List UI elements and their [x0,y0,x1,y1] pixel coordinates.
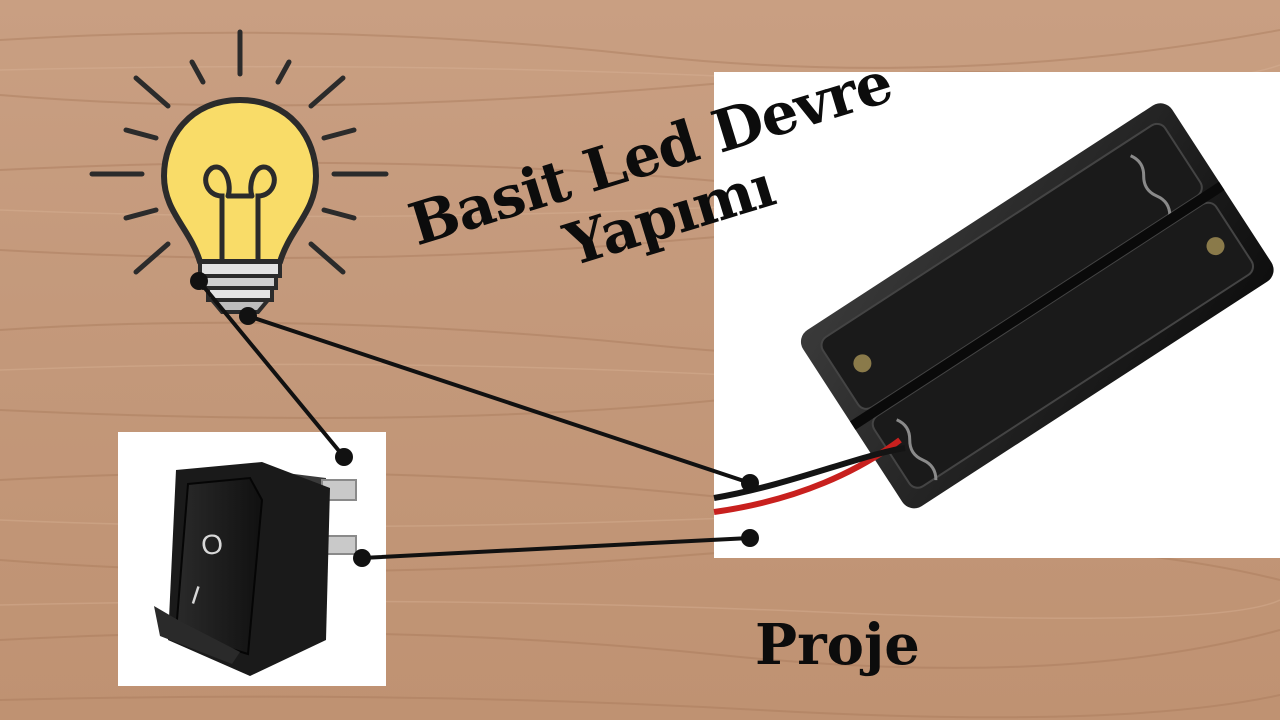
bulb-filament [203,164,277,265]
terminal-dot [190,272,208,290]
wire-terminals [190,272,759,567]
project-caption: Proje [755,612,920,678]
terminal-dot [741,529,759,547]
battery-holder-image [713,72,1280,558]
light-bulb-icon [89,29,389,314]
terminal-dot [741,474,759,492]
terminal-dot [353,549,371,567]
bulb-rays [89,29,389,275]
wire-bulb-to-switch [197,279,346,459]
wire-bulb-to-battery [246,314,752,485]
circuit-wires [197,279,752,560]
bulb-base [198,260,282,314]
switch-on-symbol: O [200,528,225,561]
rocker-switch-image: O I [118,432,386,686]
bulb-glass [161,97,319,265]
terminal-dot [239,307,257,325]
battery-black-lead [713,445,906,501]
wire-switch-to-battery [360,536,752,560]
terminal-dot [335,448,353,466]
